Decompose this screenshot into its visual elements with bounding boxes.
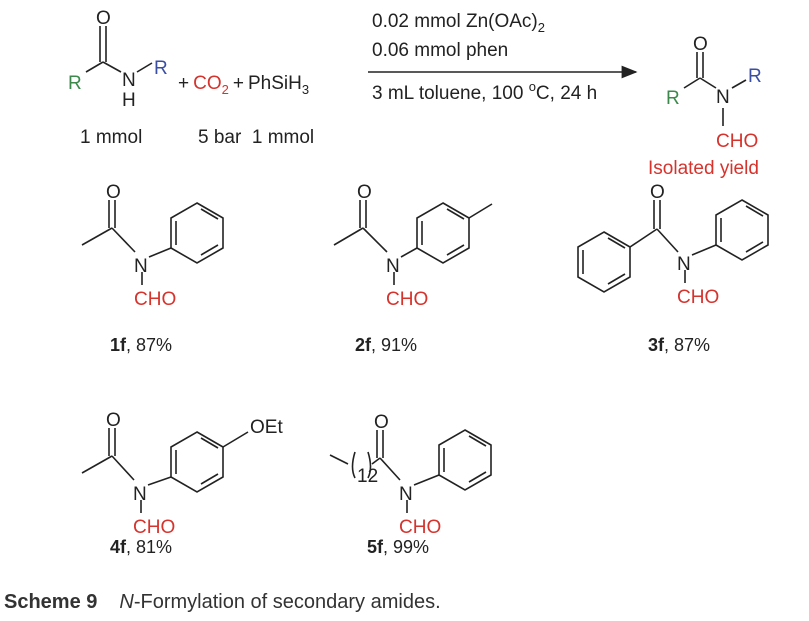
compound-5f: 12 O N CHO 5f, 99%: [329, 412, 492, 557]
svg-text:R: R: [68, 73, 82, 94]
svg-text:4f, 81%: 4f, 81%: [110, 537, 172, 557]
svg-text:N: N: [133, 484, 147, 505]
svg-text:CHO: CHO: [399, 517, 441, 538]
svg-text:N: N: [134, 256, 148, 277]
svg-text:12: 12: [357, 466, 378, 487]
reagents: +CO2+PhSiH3: [178, 73, 309, 97]
svg-text:O: O: [96, 8, 111, 29]
svg-text:N: N: [122, 70, 136, 91]
svg-text:3f, 87%: 3f, 87%: [648, 335, 710, 355]
substrate-amide: O R N H R: [68, 8, 168, 111]
amount-substrate: 1 mmol: [80, 127, 142, 148]
amount-reagents: 5 bar 1 mmol: [198, 127, 314, 148]
condition-solvent: 3 mL toluene, 100 oC, 24 h: [372, 79, 597, 104]
compound-1f: O N CHO 1f, 87%: [81, 182, 224, 355]
svg-text:CHO: CHO: [677, 287, 719, 308]
svg-text:H: H: [122, 90, 136, 111]
svg-text:N: N: [399, 484, 413, 505]
product-general: O R N R CHO Isolated yield: [648, 34, 762, 179]
svg-text:CHO: CHO: [386, 289, 428, 310]
svg-text:N: N: [716, 87, 730, 108]
svg-text:R: R: [748, 66, 762, 87]
svg-text:5f, 99%: 5f, 99%: [367, 537, 429, 557]
condition-ligand: 0.06 mmol phen: [372, 40, 508, 61]
svg-text:1f, 87%: 1f, 87%: [110, 335, 172, 355]
svg-text:CHO: CHO: [716, 131, 758, 152]
svg-text:OEt: OEt: [250, 417, 283, 438]
compound-3f: O N CHO 3f, 87%: [577, 182, 769, 355]
svg-text:CHO: CHO: [133, 517, 175, 538]
svg-text:O: O: [693, 34, 708, 55]
svg-text:O: O: [374, 412, 389, 433]
svg-text:O: O: [650, 182, 665, 203]
svg-text:O: O: [357, 182, 372, 203]
svg-text:N: N: [677, 254, 691, 275]
svg-text:O: O: [106, 182, 121, 203]
svg-text:CHO: CHO: [134, 289, 176, 310]
compound-4f: OEt O N CHO 4f, 81%: [81, 410, 283, 557]
condition-catalyst: 0.02 mmol Zn(OAc)2: [372, 11, 545, 35]
isolated-yield-note: Isolated yield: [648, 158, 759, 179]
svg-text:2f, 91%: 2f, 91%: [355, 335, 417, 355]
svg-text:R: R: [154, 58, 168, 79]
compound-2f: O N CHO 2f, 91%: [333, 182, 493, 355]
svg-text:R: R: [666, 88, 680, 109]
svg-text:O: O: [106, 410, 121, 431]
svg-text:N: N: [386, 256, 400, 277]
